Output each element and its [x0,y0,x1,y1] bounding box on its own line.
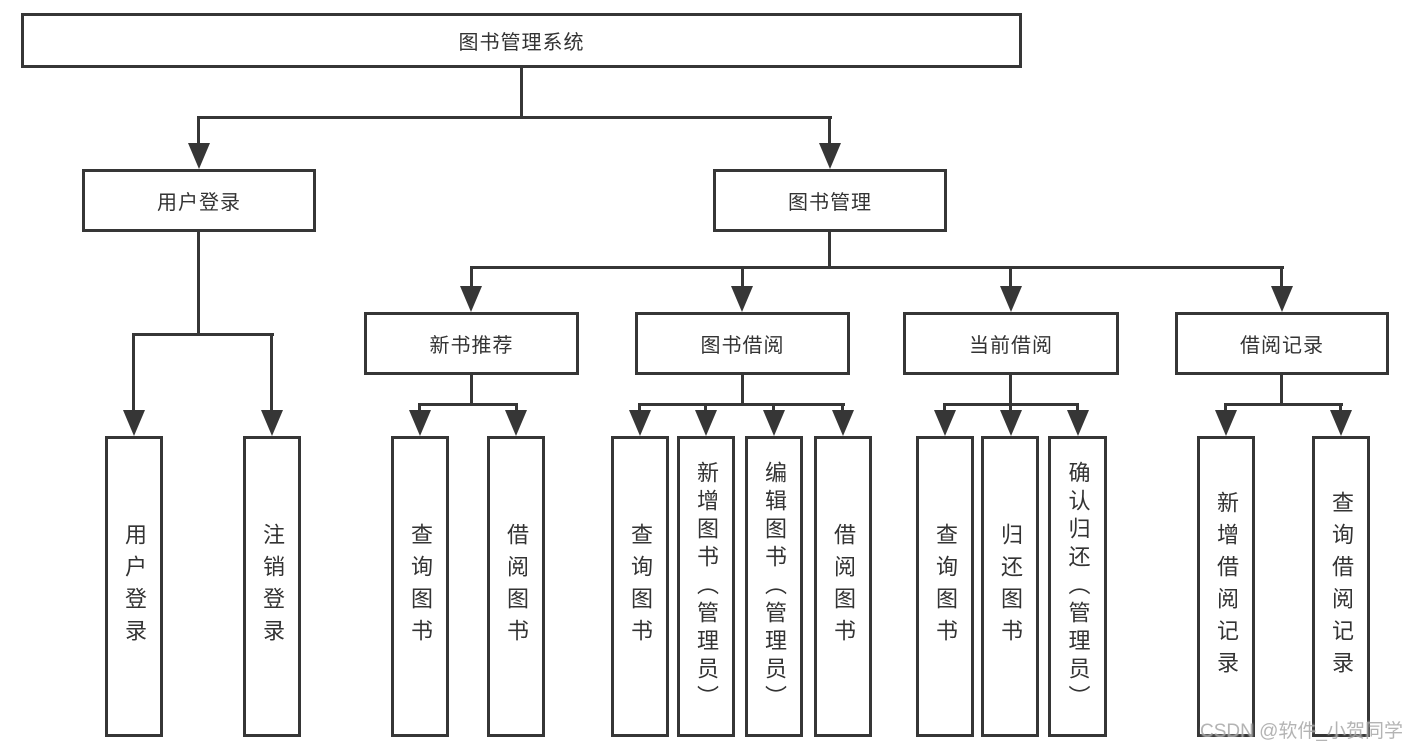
connector-borrowing-records-rail [1224,403,1343,406]
node-borrowing-records: 借阅记录 [1175,312,1389,375]
node-current-borrowing-label: 当前借阅 [969,335,1053,357]
leaf-user-login: 用户登录 [105,436,163,737]
node-new-book-recommendation: 新书推荐 [364,312,579,375]
root-node-label: 图书管理系统 [458,32,585,54]
arrow-down-icon [629,410,651,436]
leaf-add-book-admin-label: 新增图书（管理员） [694,460,719,713]
connector-to-leaf [638,403,641,413]
branch-user-login: 用户登录 [82,169,316,232]
arrow-down-icon [123,410,145,436]
arrow-down-icon [763,410,785,436]
leaf-edit-book-admin: 编辑图书（管理员） [745,436,803,737]
connector-to-user-login [197,116,200,148]
leaf-query-borrow-record: 查询借阅记录 [1312,436,1370,737]
connector-book-borrowing-stem [741,372,744,406]
leaf-query-books-2-label: 查询图书 [628,522,653,651]
csdn-watermark: CSDN @软件_小贺同学 [1200,721,1403,742]
arrow-down-icon [1067,410,1089,436]
leaf-query-borrow-record-label: 查询借阅记录 [1329,490,1354,683]
node-current-borrowing: 当前借阅 [903,312,1119,375]
leaf-add-borrow-record-label: 新增借阅记录 [1214,490,1239,683]
connector-to-new-book-recommendation [470,266,473,290]
leaf-logout-label: 注销登录 [260,522,285,651]
arrow-down-icon [695,410,717,436]
arrow-down-icon [1000,410,1022,436]
leaf-return-book: 归还图书 [981,436,1039,737]
leaf-query-books-3: 查询图书 [916,436,974,737]
leaf-borrow-books-1-label: 借阅图书 [504,522,529,651]
leaf-borrow-books-1: 借阅图书 [487,436,545,737]
connector-to-leaf-logout [270,333,273,413]
arrow-down-icon [505,410,527,436]
connector-to-leaf [1224,403,1227,413]
leaf-confirm-return-admin: 确认归还（管理员） [1048,436,1107,737]
arrow-down-icon [261,410,283,436]
connector-user-login-stem [197,230,200,336]
connector-to-leaf [1009,403,1012,413]
connector-book-borrowing-rail [638,403,845,406]
leaf-query-books-3-label: 查询图书 [933,522,958,651]
connector-user-login-rail [132,333,274,336]
connector-to-leaf [704,403,707,413]
leaf-return-book-label: 归还图书 [998,522,1023,651]
leaf-logout: 注销登录 [243,436,301,737]
connector-to-borrowing-records [1280,266,1283,290]
connector-to-book-borrowing [741,266,744,290]
node-book-borrowing-label: 图书借阅 [700,335,785,357]
root-node-library-management-system: 图书管理系统 [21,13,1022,68]
leaf-add-borrow-record: 新增借阅记录 [1197,436,1255,737]
leaf-borrow-books-2-label: 借阅图书 [831,522,856,651]
connector-current-borrowing-stem [1009,372,1012,406]
arrow-down-icon [460,286,482,312]
arrow-down-icon [409,410,431,436]
arrow-down-icon [1271,286,1293,312]
connector-level2-rail [197,116,832,119]
leaf-borrow-books-2: 借阅图书 [814,436,872,737]
connector-to-leaf [418,403,421,413]
leaf-edit-book-admin-label: 编辑图书（管理员） [762,460,787,713]
leaf-add-book-admin: 新增图书（管理员） [677,436,735,737]
leaf-query-books-1-label: 查询图书 [408,522,433,651]
branch-book-management: 图书管理 [713,169,947,232]
branch-book-management-label: 图书管理 [788,192,872,214]
connector-to-leaf [841,403,844,413]
connector-to-leaf [943,403,946,413]
connector-to-leaf [515,403,518,413]
branch-user-login-label: 用户登录 [157,192,241,214]
connector-to-leaf [772,403,775,413]
arrow-down-icon [1000,286,1022,312]
connector-borrowing-records-stem [1280,372,1283,406]
connector-level3-rail [470,266,1284,269]
arrow-down-icon [819,143,841,169]
connector-to-book-management [828,116,831,148]
leaf-query-books-1: 查询图书 [391,436,449,737]
connector-new-book-recommendation-rail [418,403,518,406]
connector-book-management-stem [828,230,831,269]
node-book-borrowing: 图书借阅 [635,312,850,375]
arrow-down-icon [1330,410,1352,436]
node-new-book-recommendation-label: 新书推荐 [429,335,514,357]
node-borrowing-records-label: 借阅记录 [1240,335,1324,357]
arrow-down-icon [731,286,753,312]
connector-root-stem [520,66,523,118]
connector-to-leaf-user-login [132,333,135,413]
connector-to-leaf [1076,403,1079,413]
arrow-down-icon [832,410,854,436]
arrow-down-icon [1215,410,1237,436]
leaf-user-login-label: 用户登录 [122,522,147,651]
arrow-down-icon [188,143,210,169]
connector-new-book-recommendation-stem [470,372,473,406]
arrow-down-icon [934,410,956,436]
connector-to-current-borrowing [1009,266,1012,290]
leaf-confirm-return-admin-label: 确认归还（管理员） [1065,460,1091,713]
connector-to-leaf [1339,403,1342,413]
leaf-query-books-2: 查询图书 [611,436,669,737]
